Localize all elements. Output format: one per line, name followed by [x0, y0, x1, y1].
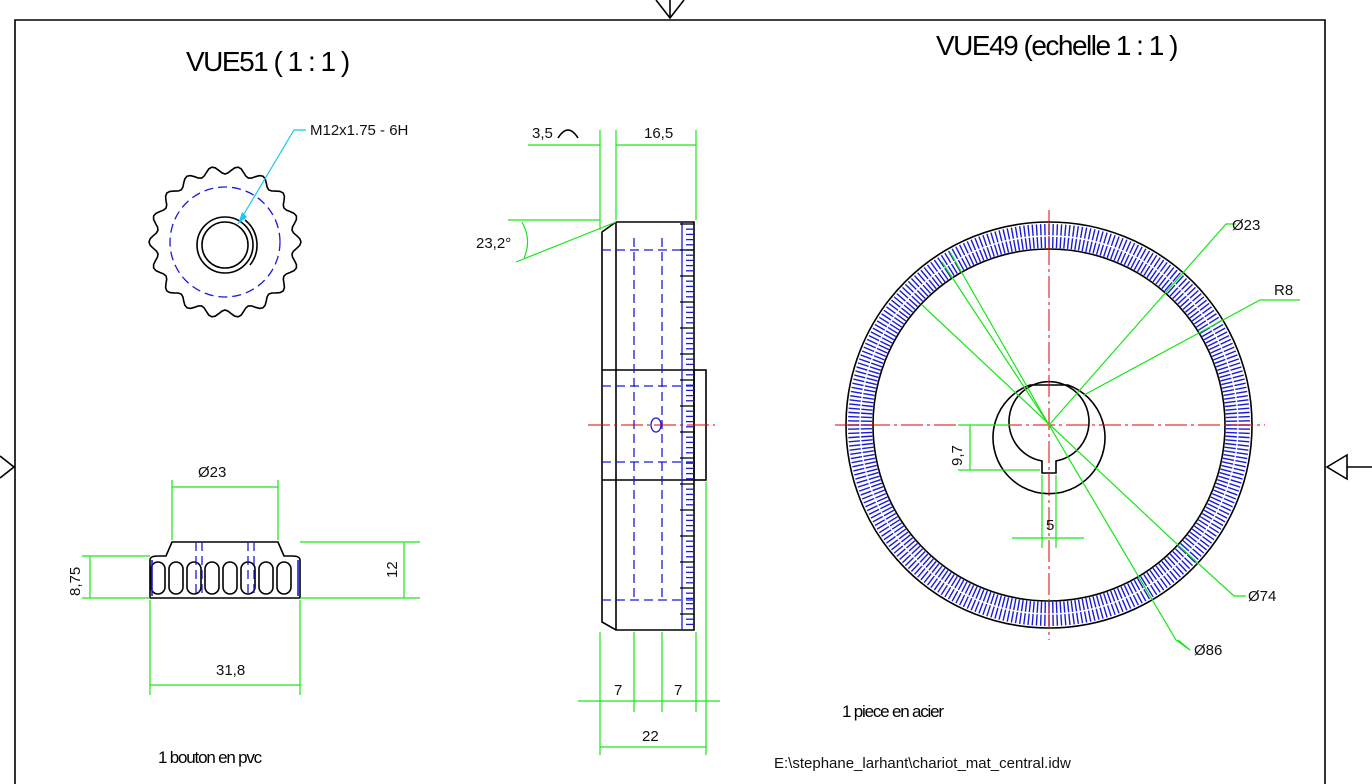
chamfer-label: 3,5	[532, 125, 553, 142]
key-width-label: 5	[1046, 517, 1054, 534]
note-left: 1 bouton en pvc	[158, 748, 263, 767]
knob-width-label: 31,8	[216, 662, 245, 679]
view-title-left: VUE51 ( 1 : 1 )	[186, 46, 349, 77]
hub-diameter-label: Ø23	[1232, 217, 1260, 234]
file-path: E:\stephane_larhant\chariot_mat_central.…	[774, 755, 1071, 772]
seg-b-label: 7	[674, 682, 682, 699]
wheel-front-view	[835, 210, 1300, 651]
angle-label: 23,2°	[476, 235, 511, 252]
thread-label: M12x1.75 - 6H	[310, 122, 408, 139]
seg-a-label: 7	[614, 682, 622, 699]
view-title-right: VUE49 (echelle 1 : 1 )	[936, 30, 1177, 61]
knob-face-view	[148, 129, 306, 318]
total-width-label: 22	[642, 728, 659, 745]
note-right: 1 piece en acier	[842, 702, 944, 721]
knob-height-small-label: 8,75	[67, 567, 84, 596]
outer-diameter-label: Ø86	[1194, 642, 1222, 659]
knob-side-view	[82, 480, 420, 695]
key-height-label: 9,7	[949, 445, 966, 466]
knob-height-label: 12	[384, 561, 401, 578]
side-width-label: 16,5	[644, 125, 673, 142]
knob-diameter-label: Ø23	[198, 464, 226, 481]
wheel-side-view	[508, 129, 720, 755]
radius-label: R8	[1274, 282, 1293, 299]
inner-diameter-label: Ø74	[1248, 588, 1276, 605]
